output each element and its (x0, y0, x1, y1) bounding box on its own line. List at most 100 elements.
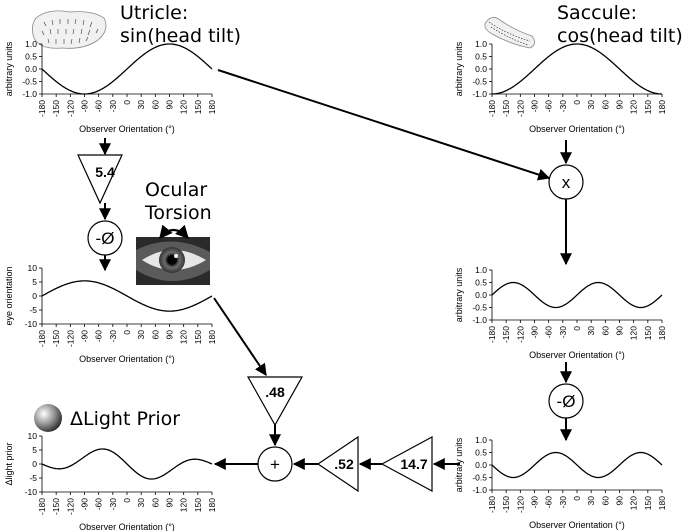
y-tick-label: 10 (28, 431, 38, 441)
series-line (491, 43, 663, 95)
y-tick-label: 1.0 (475, 435, 487, 445)
x-axis-label: Observer Orientation (°) (79, 124, 175, 134)
y-tick-label: 0.5 (475, 278, 487, 288)
y-tick-label: -10 (25, 487, 38, 497)
x-tick-label: -60 (544, 326, 554, 339)
multiply-node: x (548, 164, 584, 200)
negate-node-left: -Ø (87, 220, 123, 256)
series-line (491, 281, 663, 309)
gain-14-7-label: 14.7 (400, 456, 427, 472)
negate-right-label: -Ø (557, 392, 576, 411)
x-tick-label: -60 (94, 330, 104, 343)
x-tick-label: -30 (558, 100, 568, 113)
x-tick-label: -150 (51, 330, 61, 347)
x-tick-label: 0 (122, 330, 132, 335)
y-tick-label: 0.5 (475, 52, 487, 62)
y-tick-label: 5 (32, 445, 37, 455)
x-tick-label: 0 (572, 100, 582, 105)
x-tick-label: 90 (615, 100, 625, 110)
y-tick-label: -1.0 (22, 89, 37, 99)
x-axis-label: Observer Orientation (°) (79, 522, 175, 531)
y-tick-label: -1.0 (472, 485, 487, 495)
sum-node: + (257, 446, 293, 482)
y-tick-label: 0 (32, 291, 37, 301)
y-tick-label: 0 (32, 459, 37, 469)
x-tick-label: -150 (501, 326, 511, 343)
x-tick-label: -150 (501, 100, 511, 117)
connections (99, 69, 572, 470)
x-tick-label: -60 (94, 498, 104, 511)
y-tick-label: -0.5 (22, 77, 37, 87)
x-tick-label: -30 (108, 100, 118, 113)
x-tick-label: 150 (643, 100, 653, 114)
ocular-torsion-line2: Torsion (144, 202, 212, 224)
x-tick-label: 0 (572, 496, 582, 501)
y-tick-label: -5 (29, 305, 37, 315)
x-tick-label: -180 (487, 326, 497, 343)
utricle-title-line1: Utricle: (120, 2, 188, 24)
gain-48-label: .48 (265, 384, 285, 400)
y-tick-label: 0.5 (475, 448, 487, 458)
y-tick-label: 1.0 (475, 265, 487, 275)
x-tick-label: 60 (600, 100, 610, 110)
y-tick-label: 10 (28, 263, 38, 273)
x-tick-label: 150 (643, 326, 653, 340)
y-axis-label: arbitrary units (454, 41, 464, 96)
y-tick-label: -10 (25, 319, 38, 329)
x-tick-label: 120 (179, 100, 189, 114)
saccule-title-line2: cos(head tilt) (557, 25, 683, 47)
x-tick-label: 30 (136, 330, 146, 340)
x-tick-label: 150 (193, 498, 203, 512)
x-tick-label: -60 (544, 100, 554, 113)
x-tick-label: -90 (530, 100, 540, 113)
y-tick-label: -1.0 (472, 89, 487, 99)
x-tick-label: 90 (615, 326, 625, 336)
x-tick-label: -120 (65, 100, 75, 117)
y-tick-label: 1.0 (25, 39, 37, 49)
y-tick-label: -1.0 (472, 315, 487, 325)
x-tick-label: -150 (501, 496, 511, 513)
utricle-title-line2: sin(head tilt) (120, 25, 241, 47)
x-tick-label: -30 (558, 326, 568, 339)
y-tick-label: -5 (29, 473, 37, 483)
x-tick-label: -60 (544, 496, 554, 509)
x-tick-label: -180 (487, 496, 497, 513)
x-tick-label: -120 (515, 496, 525, 513)
x-tick-label: -120 (65, 330, 75, 347)
x-tick-label: 180 (657, 326, 667, 340)
x-axis-label: Observer Orientation (°) (529, 520, 625, 530)
x-tick-label: 150 (193, 330, 203, 344)
x-tick-label: -120 (65, 498, 75, 515)
gain-5-4-triangle: 5.4 (77, 154, 123, 205)
x-tick-label: 60 (600, 326, 610, 336)
y-tick-label: 5 (32, 277, 37, 287)
x-tick-label: 180 (207, 498, 217, 512)
y-axis-label: Δlight prior (4, 442, 14, 485)
saccule-title-line1: Saccule: (557, 2, 637, 24)
y-tick-label: 0.0 (25, 64, 37, 74)
x-tick-label: 0 (122, 498, 132, 503)
x-tick-label: 0 (122, 100, 132, 105)
gain-52-triangle: .52 (316, 435, 359, 493)
x-tick-label: 150 (643, 496, 653, 510)
x-tick-label: 0 (572, 326, 582, 331)
x-tick-label: -90 (80, 100, 90, 113)
x-tick-label: 90 (165, 498, 175, 508)
x-tick-label: 90 (615, 496, 625, 506)
x-tick-label: -60 (94, 100, 104, 113)
x-tick-label: 90 (165, 100, 175, 110)
gain-48-triangle: .48 (246, 376, 304, 427)
y-tick-label: 0.0 (475, 64, 487, 74)
utricle-icon (32, 10, 107, 49)
y-axis-label: arbitrary units (4, 41, 14, 96)
negate-node-right: -Ø (548, 383, 584, 419)
x-tick-label: -30 (108, 330, 118, 343)
x-tick-label: -120 (515, 100, 525, 117)
sphere-icon (34, 404, 62, 432)
y-tick-label: 1.0 (475, 39, 487, 49)
